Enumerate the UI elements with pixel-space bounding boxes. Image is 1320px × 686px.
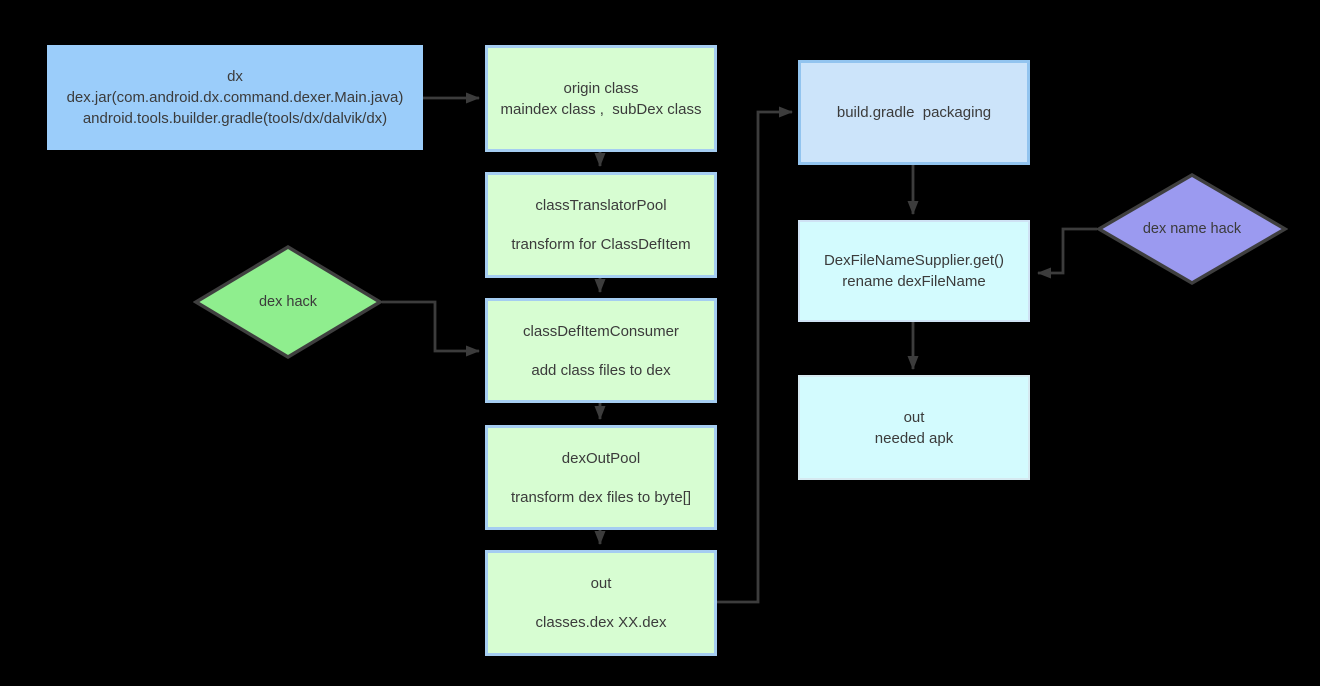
out-dex-title: out [590, 575, 612, 592]
node-out-needed-apk: out needed apk [798, 375, 1030, 480]
node-origin-class: origin class maindex class , subDex clas… [485, 45, 717, 152]
out-apk-line1: out [903, 408, 925, 426]
dex-file-name-supplier-line2: rename dexFileName [842, 273, 986, 290]
node-dex-out-pool: dexOutPool transform dex files to byte[] [485, 425, 717, 530]
node-dx-line2: dex.jar(com.android.dx.command.dexer.Mai… [66, 89, 404, 106]
node-dex-file-name-supplier: DexFileNameSupplier.get() rename dexFile… [798, 220, 1030, 322]
dex-hack-label: dex hack [258, 294, 318, 310]
node-class-translator-pool: classTranslatorPool transform for ClassD… [485, 172, 717, 278]
class-translator-pool-subtitle: transform for ClassDefItem [511, 236, 691, 253]
node-build-gradle-packaging: build.gradle packaging [798, 60, 1030, 165]
out-dex-subtitle: classes.dex XX.dex [535, 614, 667, 631]
dex-name-hack-diamond-shape [1096, 173, 1288, 285]
node-class-def-item-consumer: classDefItemConsumer add class files to … [485, 298, 717, 403]
node-dx: dx dex.jar(com.android.dx.command.dexer.… [47, 45, 423, 150]
dex-out-pool-title: dexOutPool [561, 449, 641, 467]
node-dx-line1: dx [227, 68, 243, 85]
dex-file-name-supplier-line1: DexFileNameSupplier.get() [823, 252, 1005, 269]
node-dx-line3: android.tools.builder.gradle(tools/dx/da… [82, 110, 388, 127]
dex-name-hack-label: dex name hack [1142, 221, 1242, 237]
dex-out-pool-subtitle: transform dex files to byte[] [510, 488, 692, 506]
class-def-item-consumer-title: classDefItemConsumer [523, 322, 679, 340]
edge-dexhack-to-consumer [382, 300, 480, 357]
node-dex-name-hack-diamond: dex name hack [1096, 173, 1288, 285]
node-dex-hack-diamond: dex hack [193, 245, 383, 359]
class-translator-pool-title: classTranslatorPool [535, 197, 667, 214]
edge-namehack-to-supplier [1037, 227, 1097, 279]
origin-class-line2: maindex class , subDex class [500, 100, 702, 118]
edge-out-to-buildgradle [717, 106, 793, 604]
class-def-item-consumer-subtitle: add class files to dex [531, 361, 671, 379]
node-out-dex: out classes.dex XX.dex [485, 550, 717, 656]
out-apk-line2: needed apk [874, 429, 954, 447]
build-gradle-label: build.gradle packaging [836, 104, 992, 121]
origin-class-line1: origin class [563, 79, 639, 97]
dex-hack-diamond-shape [193, 245, 383, 359]
